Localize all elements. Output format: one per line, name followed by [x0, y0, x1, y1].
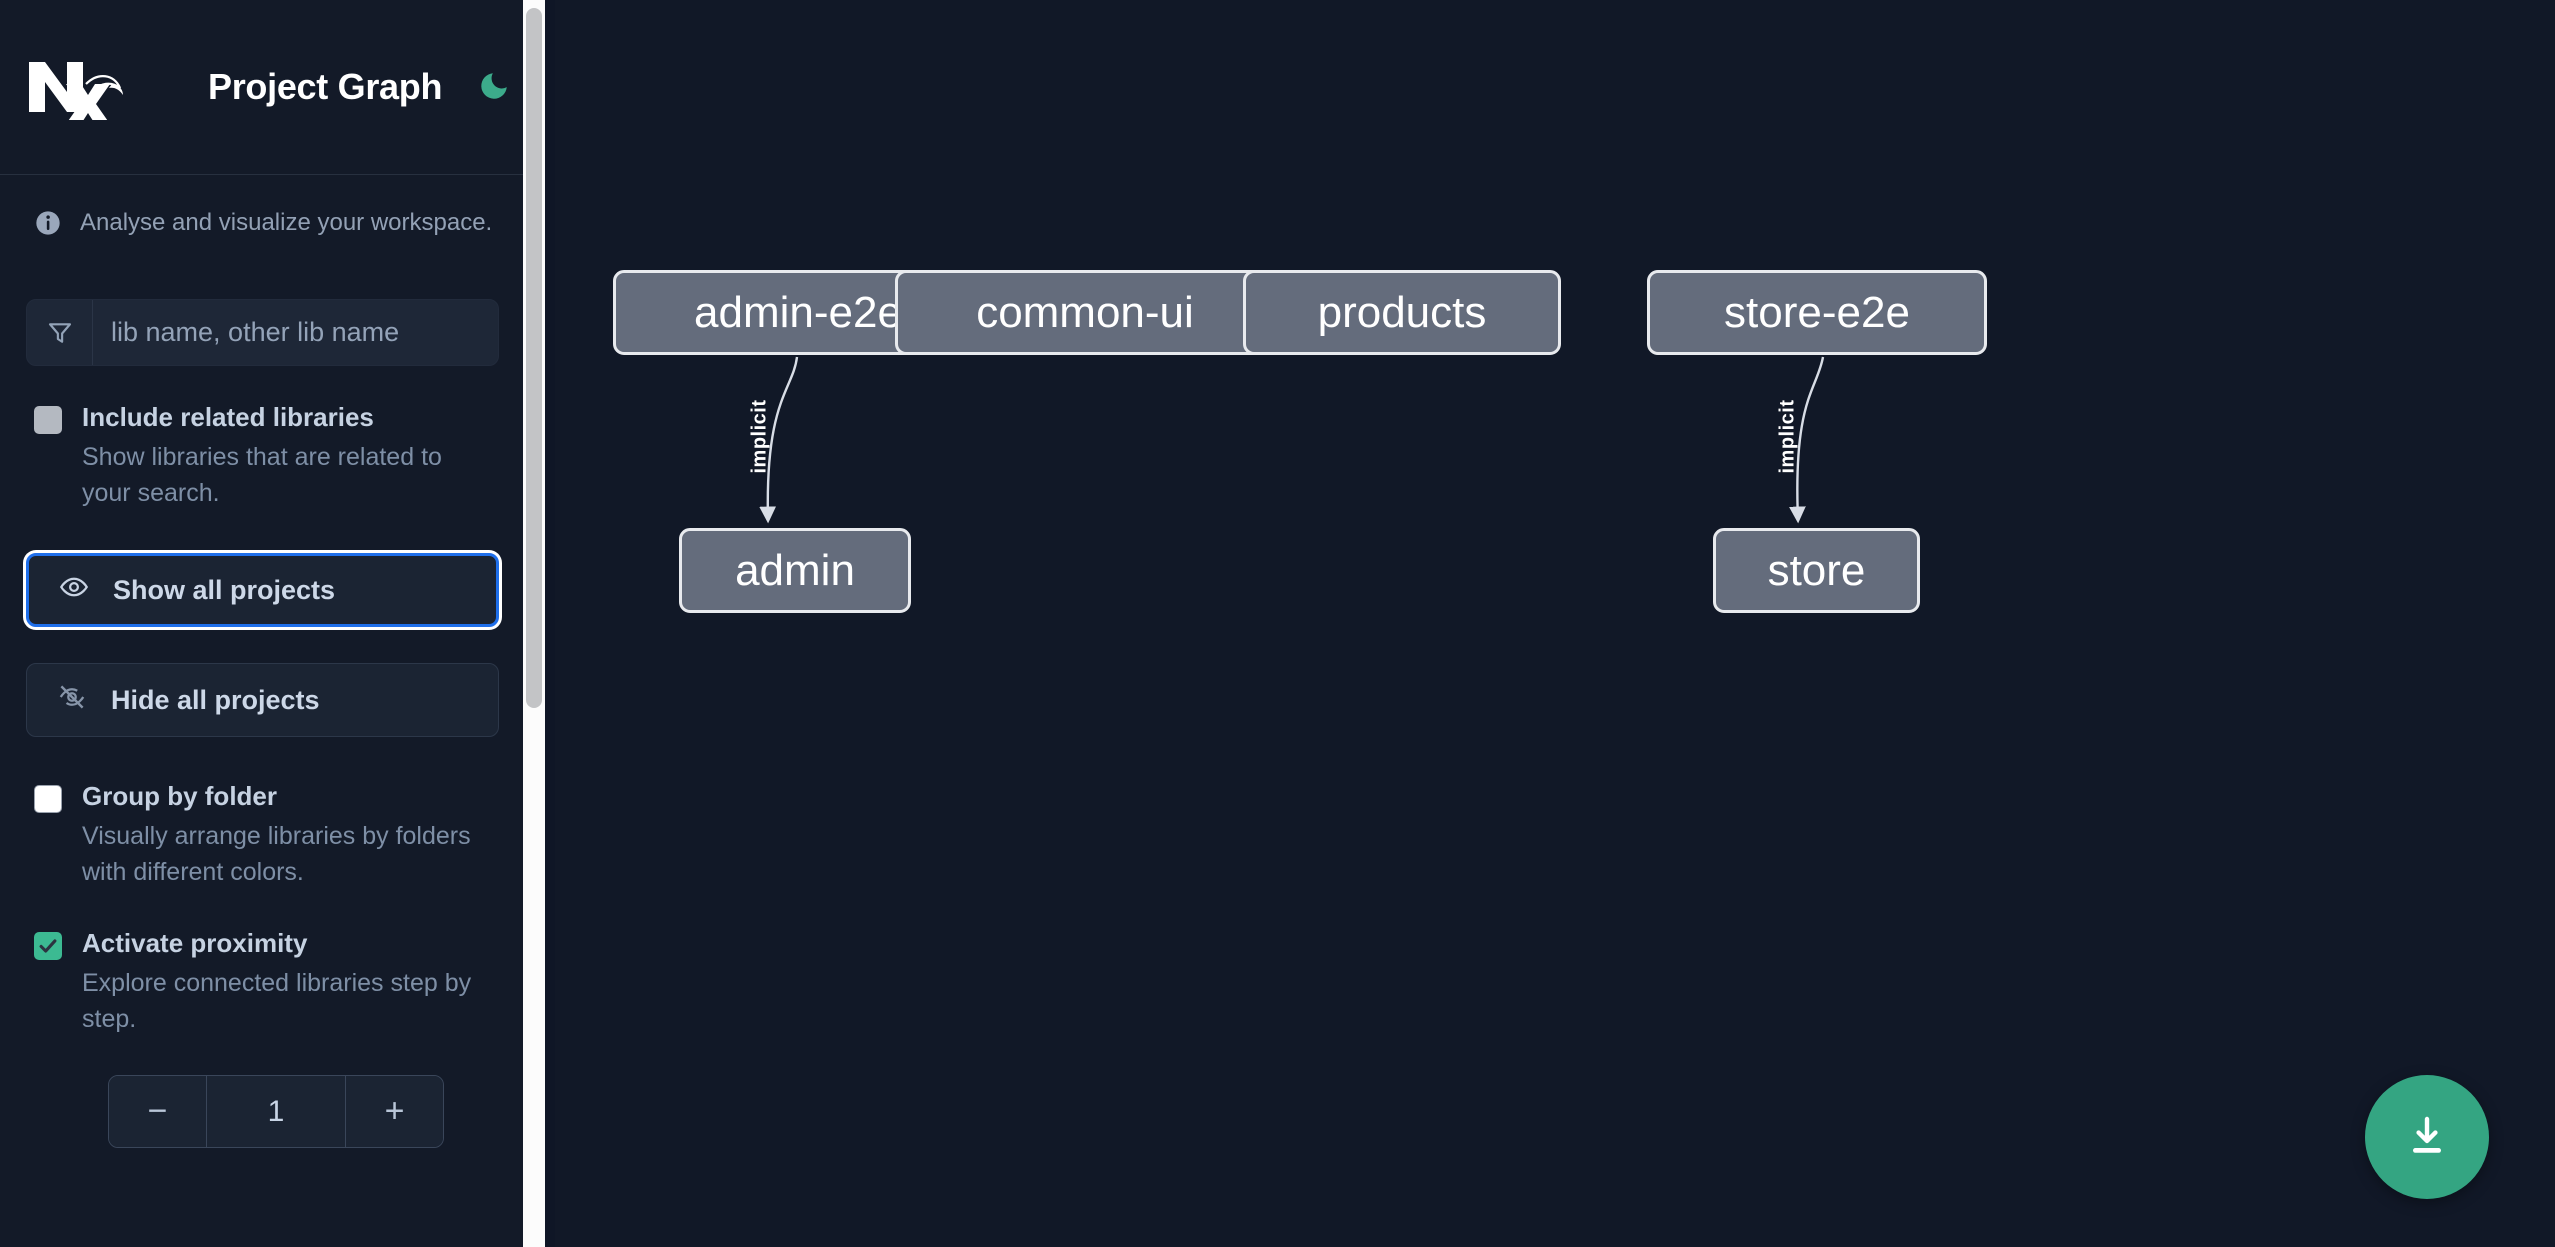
workspace-info-text: Analyse and visualize your workspace. — [80, 209, 493, 236]
graph-node-store-e2e[interactable]: store-e2e — [1647, 270, 1987, 355]
workspace-info: Analyse and visualize your workspace. — [0, 175, 533, 271]
group-by-folder-label: Group by folder — [82, 781, 277, 812]
group-by-folder-checkbox[interactable] — [34, 785, 62, 814]
sidebar-scrollbar-thumb[interactable] — [526, 8, 542, 708]
option-include-related[interactable]: Include related libraries Show libraries… — [0, 366, 533, 511]
graph-node-admin[interactable]: admin — [679, 528, 911, 613]
include-related-description: Show libraries that are related to your … — [82, 443, 442, 507]
filter-funnel-icon — [27, 300, 93, 365]
hide-all-projects-button[interactable]: Hide all projects — [26, 663, 499, 738]
show-all-projects-label: Show all projects — [113, 574, 336, 605]
group-by-folder-description: Visually arrange libraries by folders wi… — [82, 822, 471, 886]
stepper-increment-button[interactable]: + — [345, 1076, 443, 1148]
nx-logo-icon — [26, 54, 124, 124]
graph-node-common-ui[interactable]: common-ui — [895, 270, 1275, 355]
hide-all-projects-label: Hide all projects — [111, 684, 320, 715]
quantity-stepper: − 1 + — [108, 1075, 444, 1149]
edge-store-e2e-to-store — [1789, 356, 1825, 524]
info-icon — [34, 209, 62, 237]
search-box[interactable] — [26, 299, 499, 366]
graph-edges — [759, 356, 1825, 524]
edge-admin-e2e-to-admin — [759, 356, 799, 524]
activate-proximity-checkbox[interactable] — [34, 932, 62, 961]
eye-icon — [59, 572, 89, 609]
sidebar-header: Project Graph — [0, 0, 533, 174]
include-related-label: Include related libraries — [82, 402, 374, 432]
option-group-by-folder[interactable]: Group by folder Visually arrange librari… — [0, 737, 533, 890]
header-divider — [0, 174, 533, 175]
option-activate-proximity[interactable]: Activate proximity Explore connected lib… — [0, 890, 533, 1037]
edge-label-implicit-admin: implicit — [748, 399, 771, 474]
project-graph-canvas[interactable]: implicit implicit admin-e2e common-ui pr… — [555, 0, 2555, 1247]
activate-proximity-label: Activate proximity — [82, 928, 308, 959]
search-input[interactable] — [93, 300, 498, 365]
moon-icon — [477, 69, 511, 106]
sidebar-edge — [545, 0, 555, 1247]
graph-node-products[interactable]: products — [1243, 270, 1561, 355]
edge-label-implicit-store: implicit — [1776, 399, 1799, 474]
sidebar-content: Project Graph — [0, 0, 533, 1149]
stepper-decrement-button[interactable]: − — [109, 1076, 207, 1148]
eye-slash-icon — [57, 682, 87, 719]
proximity-stepper-section: − 1 + — [0, 1037, 533, 1149]
sidebar-scrollbar[interactable] — [523, 0, 545, 1247]
download-icon — [2403, 1112, 2451, 1163]
check-icon — [39, 939, 57, 953]
sidebar: Project Graph — [0, 0, 555, 1247]
download-graph-button[interactable] — [2365, 1075, 2489, 1199]
show-all-projects-button[interactable]: Show all projects — [26, 553, 499, 628]
stepper-value: 1 — [267, 1094, 285, 1128]
activate-proximity-description: Explore connected libraries step by step… — [82, 969, 472, 1033]
include-related-checkbox[interactable] — [34, 406, 62, 434]
page-title: Project Graph — [208, 66, 443, 107]
theme-toggle-button[interactable] — [474, 67, 514, 107]
search-section — [0, 271, 533, 366]
graph-node-store[interactable]: store — [1713, 528, 1920, 613]
visibility-buttons: Show all projects Hide all projects — [0, 511, 533, 738]
